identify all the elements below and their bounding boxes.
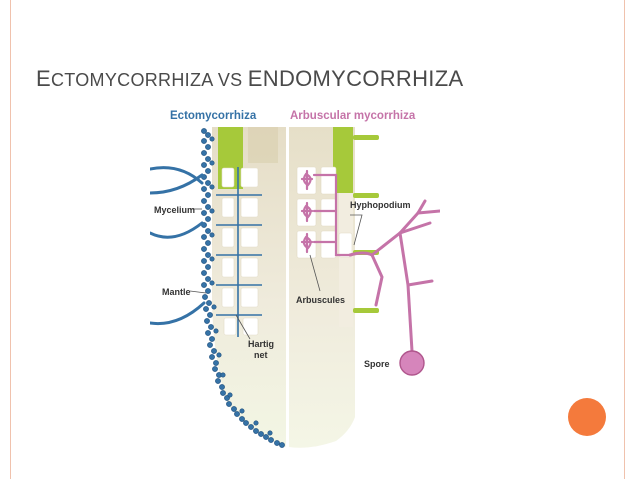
- slide-title: ECTOMYCORRHIZA VS ENDOMYCORRHIZA: [36, 66, 463, 92]
- ecto-root: [150, 127, 286, 448]
- diagram-svg: Ectomycorrhiza Arbuscular mycorrhiza: [150, 110, 440, 448]
- mycorrhiza-diagram: Ectomycorrhiza Arbuscular mycorrhiza: [150, 105, 440, 455]
- arbuscular-root: [289, 127, 440, 448]
- label-hartig-2: net: [254, 350, 268, 360]
- title-initial: E: [36, 66, 51, 91]
- slide-frame: [10, 0, 625, 479]
- label-mycelium: Mycelium: [154, 205, 195, 215]
- label-arbuscules: Arbuscules: [296, 295, 345, 305]
- accent-circle: [568, 398, 606, 436]
- title-text-1: CTOMYCORRHIZA VS: [50, 70, 248, 90]
- label-spore: Spore: [364, 359, 390, 369]
- label-mantle: Mantle: [162, 287, 191, 297]
- title-text-2: ENDOMYCORRHIZA: [247, 66, 464, 91]
- spore-icon: [399, 350, 425, 376]
- label-hyphopodium: Hyphopodium: [350, 200, 411, 210]
- label-hartig-1: Hartig: [248, 339, 274, 349]
- heading-ectomycorrhiza: Ectomycorrhiza: [170, 110, 257, 122]
- heading-arbuscular: Arbuscular mycorrhiza: [290, 110, 416, 122]
